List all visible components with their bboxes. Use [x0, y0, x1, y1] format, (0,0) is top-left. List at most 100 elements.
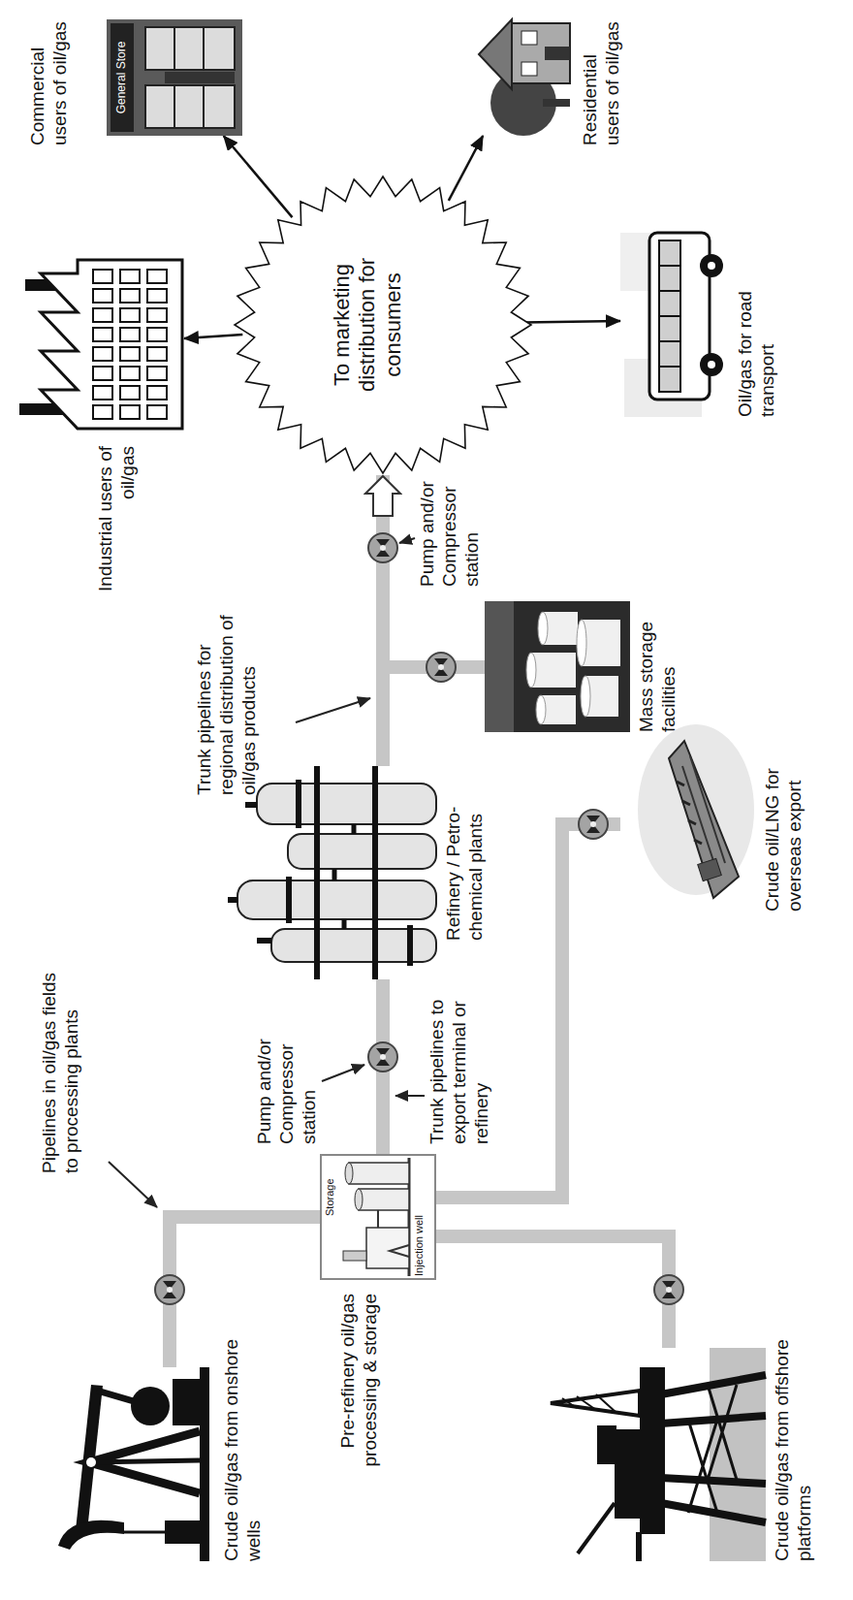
- node-caption: Industrial users of oil/gas: [94, 445, 140, 631]
- art-rect: [120, 385, 140, 400]
- leader-line: [295, 697, 371, 723]
- node-caption: Refinery / Petro-chemical plants: [442, 785, 488, 941]
- pump-symbol: [368, 1042, 398, 1072]
- node-inner-text: General Store: [114, 23, 128, 132]
- art-rect: [285, 876, 292, 923]
- leader-line: [108, 1161, 158, 1207]
- art-ellipse: [580, 675, 591, 717]
- art-rect: [256, 783, 437, 824]
- art-rect: [147, 347, 167, 361]
- art-rect: [484, 600, 631, 732]
- pump-symbol: [426, 652, 456, 682]
- art-circle: [699, 352, 724, 377]
- art-rect: [120, 308, 140, 322]
- art-circle: [699, 253, 724, 278]
- art-rect: [106, 19, 243, 136]
- commercial-node: Commercial users of oil/gasGeneral Store: [106, 19, 243, 136]
- callout-label: Pipelines in oil/gas fields to processin…: [38, 969, 84, 1173]
- leader-line: [321, 1064, 365, 1081]
- art-rect: [511, 23, 570, 84]
- art-rect: [697, 857, 723, 881]
- node-caption: Oil/gas for road transport: [734, 213, 780, 417]
- art-path: [682, 756, 726, 873]
- export-node: Crude oil/LNG for overseas export: [620, 726, 757, 921]
- art-rect: [93, 366, 113, 380]
- flow-arrow: [523, 320, 621, 323]
- pipeline: [376, 474, 390, 766]
- art-circle: [130, 1386, 170, 1425]
- art-path: [550, 1390, 640, 1416]
- art-rect: [145, 85, 235, 128]
- art-line: [377, 1209, 380, 1228]
- storage-node: Mass storage facilities: [484, 600, 631, 732]
- art-rect: [147, 308, 167, 322]
- art-rect: [110, 23, 134, 132]
- art-rect: [172, 1378, 200, 1425]
- art-polygon: [40, 259, 183, 429]
- art-rect: [358, 1188, 410, 1210]
- art-rect: [521, 62, 538, 76]
- art-rect: [93, 269, 113, 284]
- node-caption: Crude oil/gas from offshore platforms: [771, 1337, 817, 1561]
- art-rect: [614, 1428, 642, 1518]
- art-ellipse: [576, 619, 587, 666]
- art-path: [334, 823, 354, 929]
- art-path: [676, 781, 702, 844]
- art-ellipse: [536, 695, 546, 725]
- node-caption: Commercial users of oil/gas: [27, 9, 72, 146]
- art-rect: [120, 405, 140, 419]
- factory-illustration: [19, 252, 185, 437]
- node-caption: To marketing distribution for consumers: [329, 252, 407, 398]
- residential-node: Residential users of oil/gas: [455, 19, 572, 136]
- industrial-node: Industrial users of oil/gas: [19, 252, 185, 437]
- art-path: [58, 1519, 125, 1549]
- art-rect: [120, 327, 140, 342]
- onshore-well-node: Crude oil/gas from onshore wells: [19, 1366, 214, 1561]
- art-rect: [147, 405, 167, 419]
- art-ellipse: [526, 652, 537, 688]
- art-rect: [287, 833, 437, 869]
- node-caption: Pre-refinery oil/gas processing & storag…: [337, 1293, 382, 1534]
- art-rect: [120, 269, 140, 284]
- art-rect: [639, 1366, 665, 1534]
- callout-label: Pump and/or Compressor station: [416, 477, 483, 587]
- art-rect: [93, 308, 113, 322]
- art-polygon: [478, 19, 512, 90]
- art-ellipse: [354, 1188, 363, 1210]
- pipeline: [169, 1216, 320, 1367]
- callout-label: Trunk pipelines for regional distributio…: [193, 600, 260, 795]
- node-caption: Residential users of oil/gas: [579, 9, 625, 146]
- art-rect: [295, 779, 302, 828]
- art-rect: [407, 924, 413, 966]
- storage-illustration: [484, 600, 631, 732]
- art-rect: [544, 46, 570, 61]
- art-rect: [120, 288, 140, 303]
- art-polygon: [75, 1384, 103, 1531]
- art-rect: [635, 1531, 642, 1561]
- art-rect: [147, 366, 167, 380]
- bus-illustration: [620, 222, 727, 417]
- offshore-platform-node: Crude oil/gas from offshore platforms: [542, 1347, 766, 1561]
- art-rect: [484, 600, 514, 732]
- art-rect: [597, 1424, 617, 1464]
- art-path: [659, 240, 681, 392]
- art-circle: [86, 1456, 96, 1467]
- pump-symbol: [578, 809, 608, 839]
- tanker-illustration: [620, 726, 757, 921]
- art-rect: [521, 31, 538, 45]
- art-ellipse: [537, 611, 548, 645]
- art-rect: [147, 269, 167, 284]
- art-circle: [707, 360, 716, 369]
- pumpjack-illustration: [19, 1366, 214, 1561]
- art-rect: [531, 652, 576, 688]
- art-rect: [366, 1227, 410, 1268]
- marketing-star: To marketing distribution for consumers: [232, 174, 534, 475]
- art-rect: [164, 71, 235, 84]
- road-transport-node: Oil/gas for road transport: [620, 222, 727, 417]
- pump-symbol: [654, 1274, 684, 1304]
- art-line: [577, 1502, 615, 1553]
- art-rect: [93, 405, 113, 419]
- pipeline: [436, 1235, 669, 1348]
- art-rect: [348, 1162, 410, 1184]
